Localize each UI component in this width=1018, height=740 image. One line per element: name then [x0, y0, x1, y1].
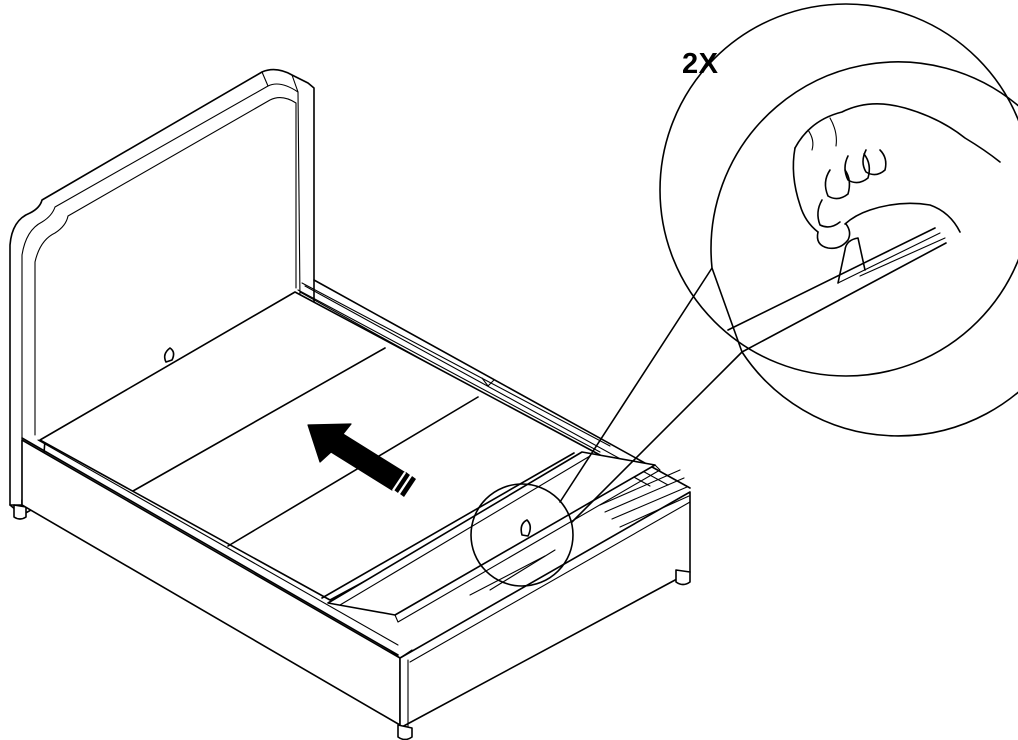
- leg-right: [675, 569, 691, 586]
- lifted-panel: [327, 451, 690, 623]
- headboard-outer: [9, 68, 315, 506]
- callout-detail: [727, 103, 1001, 353]
- pull-strap-detail: [837, 237, 866, 284]
- magnifier-callout-icon: [470, 3, 1018, 587]
- headboard-cushion: [34, 97, 297, 436]
- quantity-label: 2X: [682, 48, 719, 80]
- slat-seam-2: [227, 396, 479, 547]
- headboard-leg-left: [13, 504, 27, 520]
- hand-icon: [794, 103, 1001, 163]
- pull-strap-front: [520, 519, 532, 537]
- bed-frame: [21, 279, 691, 740]
- pull-strap-back: [163, 347, 175, 363]
- leg-front: [397, 724, 413, 740]
- push-arrow-icon: [307, 423, 416, 497]
- headboard-inner-panel: [21, 83, 301, 501]
- slat-seam-1: [132, 347, 386, 492]
- slat-seam-3: [321, 452, 575, 599]
